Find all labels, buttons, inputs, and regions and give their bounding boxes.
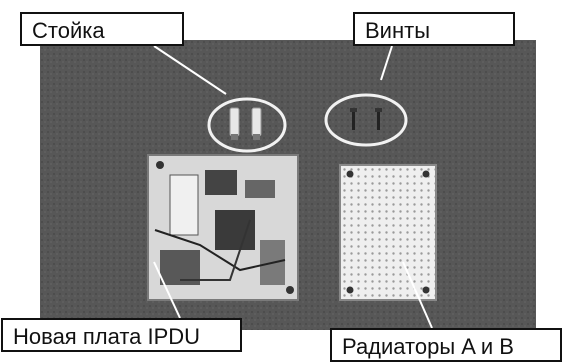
new-board-label: Новая плата IPDU xyxy=(1,318,242,352)
heatsinks-label: Радиаторы A и B xyxy=(330,328,562,362)
screws-callout xyxy=(324,93,408,147)
ipdu-board xyxy=(147,154,299,301)
component-photo xyxy=(40,40,536,330)
standoff-callout xyxy=(207,97,287,153)
screws-label: Винты xyxy=(353,12,515,46)
heatsink-plate xyxy=(339,164,437,301)
photo-scene xyxy=(40,40,536,330)
standoff-label: Стойка xyxy=(20,12,184,46)
